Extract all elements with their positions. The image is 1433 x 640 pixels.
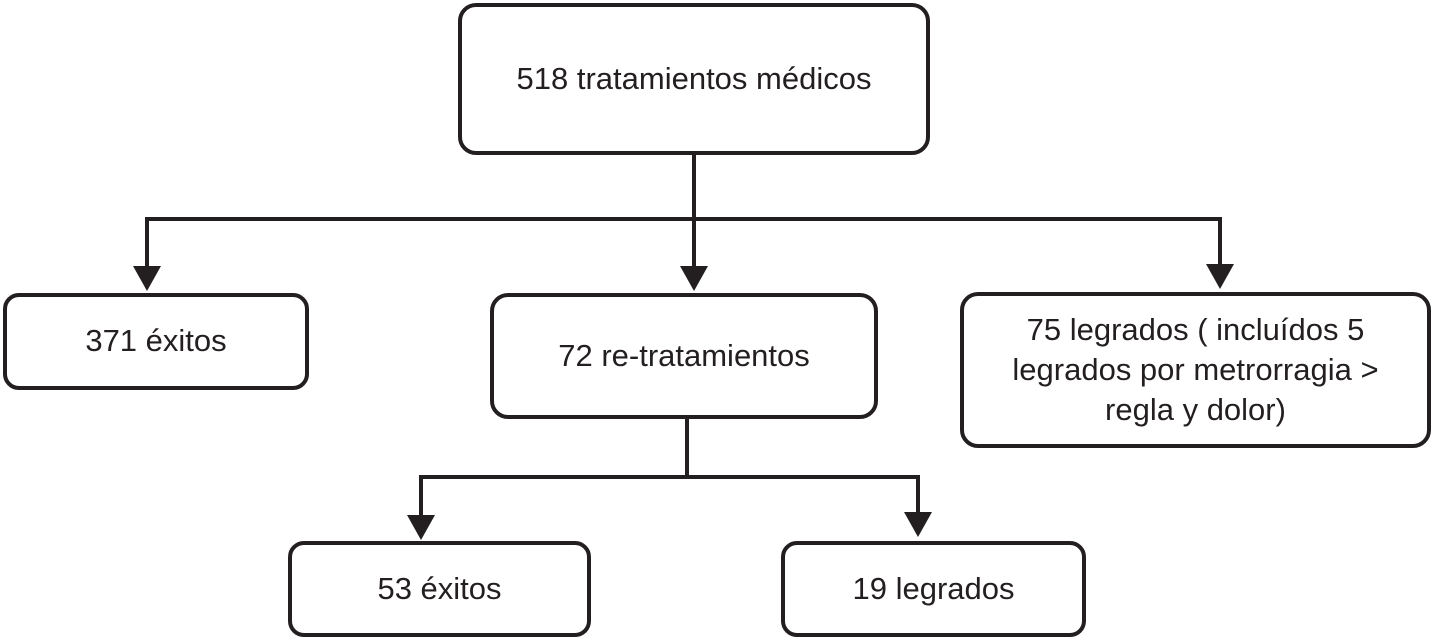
arrowhead-retratamientos: [680, 266, 708, 291]
arrowhead-legrados19: [904, 512, 932, 537]
node-legrados: 75 legrados ( incluídos 5 legrados por m…: [960, 292, 1431, 448]
arrowhead-exitos: [133, 266, 161, 291]
arrowhead-legrados: [1206, 264, 1234, 289]
node-exitos-retratamiento: 53 éxitos: [288, 541, 591, 637]
node-exitos: 371 éxitos: [3, 293, 309, 390]
arrowhead-exitos53: [407, 515, 435, 540]
node-legrados-retratamiento: 19 legrados: [781, 541, 1086, 637]
node-re-tratamientos: 72 re-tratamientos: [490, 293, 878, 419]
node-tratamientos-medicos: 518 tratamientos médicos: [458, 3, 930, 155]
